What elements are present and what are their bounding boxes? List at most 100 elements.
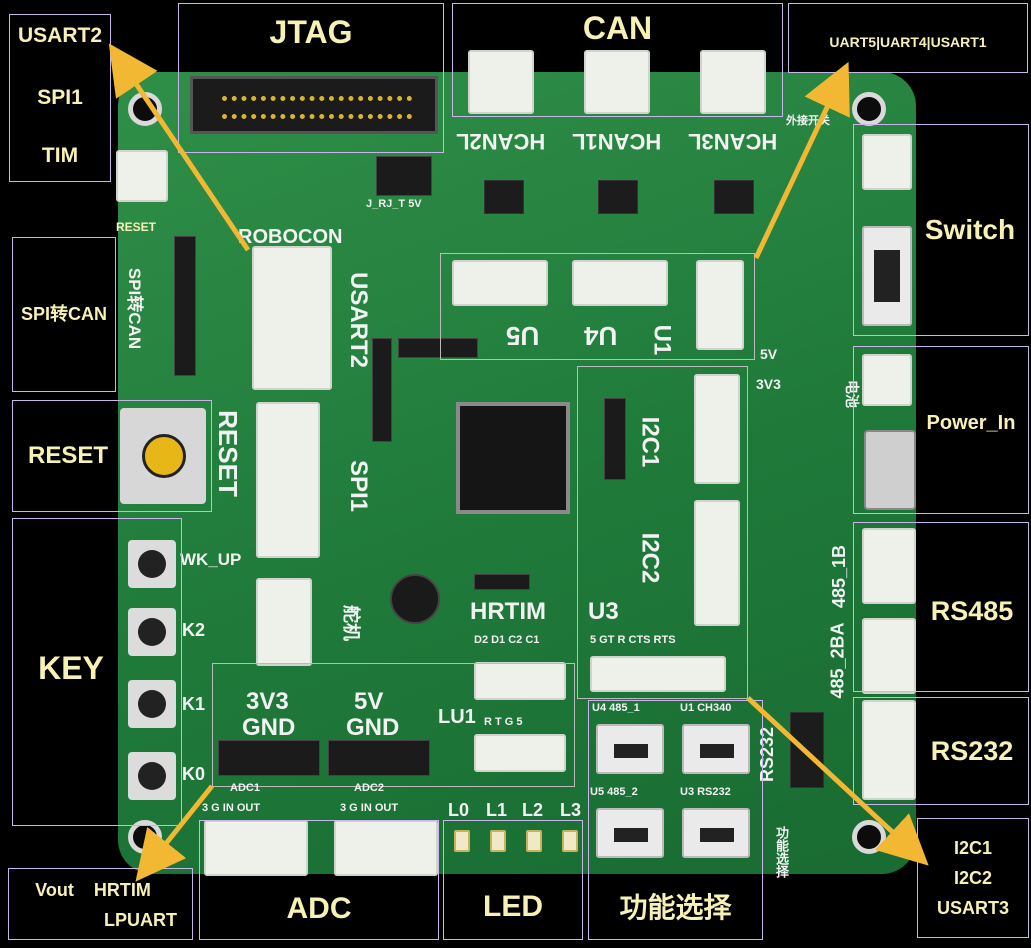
label-adc: ADC <box>286 892 352 925</box>
power-switch[interactable] <box>862 226 912 326</box>
label-can: CAN <box>582 10 653 46</box>
rs232-connector <box>862 700 916 800</box>
silk-k1: K1 <box>182 694 206 714</box>
silk-robocon: ROBOCON <box>238 226 343 248</box>
label-key: KEY <box>38 650 104 686</box>
mode-switch-485-2[interactable] <box>596 808 664 858</box>
silk-hrtim: HRTIM <box>470 598 546 625</box>
label-rs485: RS485 <box>930 596 1014 626</box>
label-box-spi-can <box>12 237 116 392</box>
silk-3v3: 3V3 <box>246 688 289 715</box>
label-box-i2c <box>917 818 1029 938</box>
label-usart2: USART2 <box>17 24 102 47</box>
switch-connector <box>862 134 912 190</box>
usart2-connector <box>252 246 332 390</box>
silk-k0: K0 <box>182 764 206 784</box>
label-box-uart-top <box>788 3 1028 73</box>
rs232-chip <box>790 712 824 788</box>
uart5-connector <box>452 260 548 306</box>
label-box-key <box>12 518 182 826</box>
label-tim: TIM <box>41 144 79 167</box>
label-box-reset <box>12 400 212 512</box>
mode-switch-rs232[interactable] <box>682 808 750 858</box>
arrow-i2c-usart3 <box>746 696 929 866</box>
label-box-rs232 <box>853 697 1029 805</box>
can1-connector <box>584 50 650 114</box>
arrow-usart2 <box>108 43 251 252</box>
label-box-switch <box>853 124 1029 336</box>
buzzer <box>390 574 440 624</box>
silk-l2: L2 <box>522 800 544 820</box>
label-reset: RESET <box>27 442 108 469</box>
arrow-uart-top <box>753 61 850 260</box>
battery-connector <box>862 354 912 406</box>
silk-gnd2: GND <box>346 714 400 741</box>
key-k0[interactable] <box>128 752 176 800</box>
silk-hrtim-pins: D2 D1 C2 C1 <box>474 634 540 646</box>
led-l3 <box>562 830 578 852</box>
servo-connector <box>256 578 312 666</box>
i2c-usart3-group <box>577 366 748 699</box>
adc1-connector <box>204 820 308 876</box>
label-function-select: 功能选择 <box>619 892 732 923</box>
silk-u3: U3 <box>588 598 619 625</box>
silk-mode-485-1: U4 485_1 <box>592 702 640 714</box>
arrow-vout <box>135 784 214 882</box>
silk-5v: 5V <box>354 688 384 715</box>
usart1-connector <box>696 260 744 350</box>
label-i2c2: I2C2 <box>953 868 993 888</box>
label-box-led <box>443 820 583 940</box>
label-box-vout <box>8 868 193 940</box>
usb-c-port <box>864 430 916 510</box>
3v3-header <box>218 740 320 776</box>
jtag-pins-row2 <box>222 114 412 125</box>
key-k2[interactable] <box>128 608 176 656</box>
spi1-connector <box>256 402 320 558</box>
jtag-header <box>190 76 438 134</box>
key-wk-up[interactable] <box>128 540 176 588</box>
silk-reset-small: RESET <box>116 220 157 234</box>
led-l0 <box>454 830 470 852</box>
boot-header <box>372 338 392 442</box>
silk-u3-pins: 5 GT R CTS RTS <box>590 634 676 646</box>
uart4-connector <box>572 260 668 306</box>
label-box-can <box>452 3 783 117</box>
mode-switch-485-1[interactable] <box>596 724 664 774</box>
label-power-in: Power_In <box>926 412 1016 434</box>
silk-adc2: ADC2 <box>354 782 384 794</box>
silk-l0: L0 <box>448 800 470 820</box>
label-uart-top: UART5|UART4|USART1 <box>829 34 987 50</box>
lpuart-connector <box>474 734 566 772</box>
silk-lu1: LU1 <box>438 706 476 728</box>
spi-can-header <box>174 236 196 376</box>
label-box-adc <box>199 820 439 940</box>
silk-adc1-pins: 3 G IN OUT <box>202 802 261 814</box>
silk-jrjt: J_RJ_T 5V <box>366 198 422 210</box>
mode-switch-ch340[interactable] <box>682 724 750 774</box>
label-spi1: SPI1 <box>37 86 83 109</box>
can1-transceiver <box>598 180 638 214</box>
power-header-group <box>212 663 575 787</box>
can2-connector <box>468 50 534 114</box>
rs485-2-connector <box>862 618 916 694</box>
can3-transceiver <box>714 180 754 214</box>
label-lpuart: LPUART <box>104 910 177 930</box>
uart-connector-group <box>440 253 755 360</box>
silk-k2: K2 <box>182 620 206 640</box>
i2c-pull-header <box>604 398 626 480</box>
silk-mode-ch340: U1 CH340 <box>680 702 732 714</box>
jrjt-header <box>376 156 432 196</box>
silk-adc2-pins: 3 G IN OUT <box>340 802 399 814</box>
led-l2 <box>526 830 542 852</box>
reset-button[interactable] <box>120 408 206 504</box>
5v-header <box>328 740 430 776</box>
label-box-rs485 <box>853 522 1029 692</box>
label-spi-can: SPI转CAN <box>20 304 107 324</box>
i2c2-connector <box>694 500 740 626</box>
silk-mode-485-2: U5 485_2 <box>590 786 638 798</box>
key-k1[interactable] <box>128 680 176 728</box>
label-box-power-in <box>853 346 1029 514</box>
led-l1 <box>490 830 506 852</box>
can2-transceiver <box>484 180 524 214</box>
